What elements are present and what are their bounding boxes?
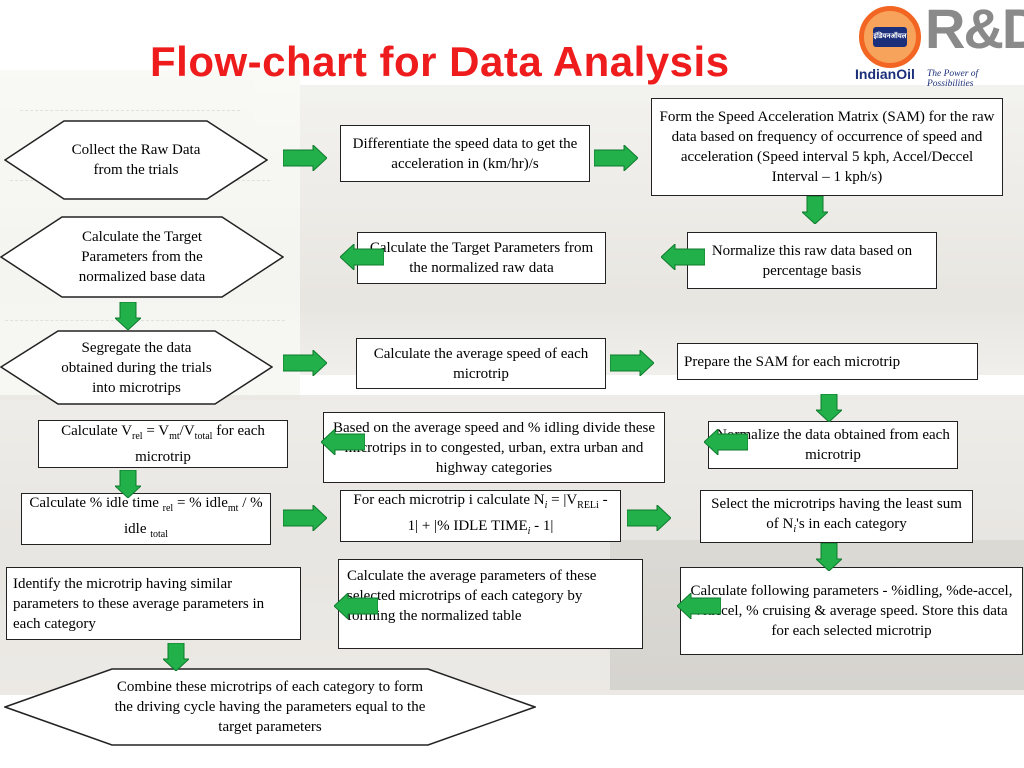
- arrow-normalize-micro-to-divide: [703, 427, 749, 457]
- node-calc-ni: For each microtrip i calculate Ni = |VRE…: [340, 490, 621, 542]
- node-text: Combine these microtrips of each categor…: [114, 679, 426, 735]
- arrow-normalize-to-target-raw: [660, 242, 706, 272]
- arrow-target-base-to-segregate: [113, 301, 143, 331]
- arrow-idle-to-ni: [282, 503, 328, 533]
- arrow-divide-to-vrel: [320, 427, 366, 457]
- indianoil-rd-logo: इंडियनऑयल R&D IndianOil The Power of Pos…: [855, 0, 1024, 89]
- node-text: Collect the Raw Data from the trials: [71, 142, 201, 178]
- ni-formula: For each microtrip i calculate Ni = |VRE…: [353, 492, 608, 537]
- node-calc-vrel: Calculate Vrel = Vmt/Vtotal for each mic…: [38, 420, 288, 468]
- node-collect-raw-data: Collect the Raw Data from the trials: [4, 120, 268, 200]
- node-prepare-sam: Prepare the SAM for each microtrip: [677, 343, 978, 380]
- arrow-differentiate-to-sam: [593, 143, 639, 173]
- vrel-formula: Calculate Vrel = Vmt/Vtotal for each mic…: [61, 423, 265, 465]
- node-calc-avg-params: Calculate the average parameters of thes…: [338, 559, 643, 649]
- node-select-least-ni: Select the microtrips having the least s…: [700, 490, 973, 543]
- node-combine-microtrips: Combine these microtrips of each categor…: [4, 668, 536, 746]
- emblem-text: इंडियनऑयल: [873, 32, 907, 40]
- node-calc-idle-time: Calculate % idle time rel = % idlemt / %…: [21, 493, 271, 545]
- idle-formula: Calculate % idle time rel = % idlemt / %…: [29, 495, 263, 540]
- arrow-avg-speed-to-prepare-sam: [609, 348, 655, 378]
- arrow-collect-to-differentiate: [282, 143, 328, 173]
- node-text: Segregate the data obtained during the t…: [61, 339, 212, 396]
- arrow-sam-to-normalize: [800, 195, 830, 225]
- node-calc-target-base: Calculate the Target Parameters from the…: [0, 216, 284, 298]
- node-avg-speed: Calculate the average speed of each micr…: [356, 338, 606, 389]
- select-text: Select the microtrips having the least s…: [711, 495, 962, 535]
- brand-tagline: The Power of Possibilities: [927, 69, 979, 89]
- node-differentiate-speed: Differentiate the speed data to get the …: [340, 125, 590, 182]
- arrow-prepare-sam-to-normalize-micro: [814, 393, 844, 423]
- arrow-select-to-calc-following: [814, 542, 844, 572]
- node-calc-following-params: Calculate following parameters - %idling…: [680, 567, 1023, 655]
- node-normalize-raw: Normalize this raw data based on percent…: [687, 232, 937, 289]
- arrow-identify-to-combine: [161, 642, 191, 672]
- brand-name: IndianOil: [855, 66, 915, 82]
- node-text: Calculate the Target Parameters from the…: [78, 229, 206, 285]
- node-identify-microtrip: Identify the microtrip having similar pa…: [6, 567, 301, 640]
- arrow-vrel-to-idle: [113, 469, 143, 499]
- arrow-avg-params-to-identify: [333, 591, 379, 621]
- node-form-sam: Form the Speed Acceleration Matrix (SAM)…: [651, 98, 1003, 196]
- page-title: Flow-chart for Data Analysis: [150, 38, 730, 85]
- rd-logo-text: R&D: [925, 0, 1024, 60]
- arrow-calc-following-to-avg-params: [676, 591, 722, 621]
- node-calc-target-raw: Calculate the Target Parameters from the…: [357, 232, 606, 284]
- node-segregate: Segregate the data obtained during the t…: [0, 330, 273, 405]
- arrow-target-raw-to-target-base: [339, 242, 385, 272]
- arrow-segregate-to-avg-speed: [282, 348, 328, 378]
- indianoil-emblem-icon: इंडियनऑयल: [859, 6, 921, 68]
- arrow-ni-to-select: [626, 503, 672, 533]
- node-normalize-microtrip: Normalize the data obtained from each mi…: [708, 421, 958, 469]
- node-divide-categories: Based on the average speed and % idling …: [323, 412, 665, 483]
